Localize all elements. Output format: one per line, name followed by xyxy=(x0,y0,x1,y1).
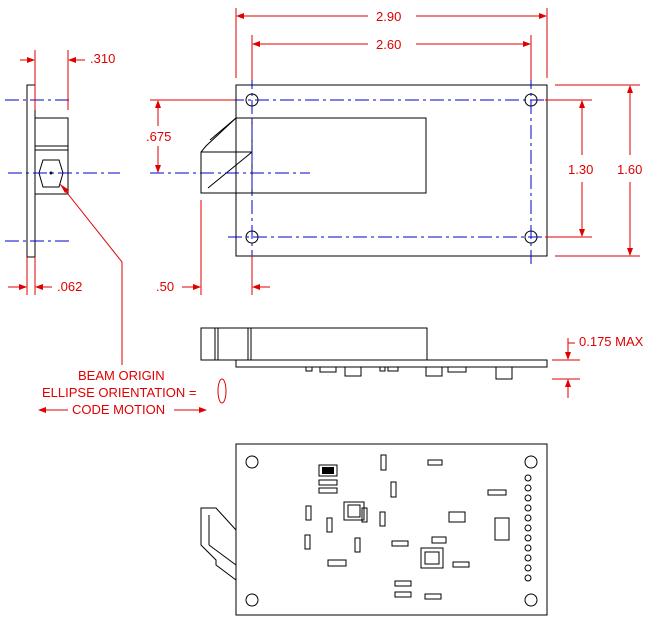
mounting-hole xyxy=(524,593,538,607)
dim-beam-offset: .50 xyxy=(156,279,174,294)
dim-plate-thickness: .062 xyxy=(57,279,82,294)
dim-overall-height: 1.60 xyxy=(617,162,642,177)
note-code-motion: CODE MOTION xyxy=(72,402,165,417)
dim-thickness: .310 xyxy=(90,51,115,66)
pcb-outline xyxy=(235,443,548,616)
ic-chip xyxy=(343,501,365,521)
dim-hole-spacing-x: 2.60 xyxy=(376,37,401,52)
board-outline xyxy=(235,84,548,257)
dim-hole-spacing-y: 1.30 xyxy=(568,162,593,177)
side-view: .310 .062 xyxy=(5,50,123,365)
board-edge xyxy=(235,359,548,368)
note-ellipse-orientation: ELLIPSE ORIENTATION = xyxy=(42,385,196,400)
mounting-hole xyxy=(524,455,538,469)
note-beam-origin: BEAM ORIGIN xyxy=(78,368,165,383)
front-view: 0.175 MAX xyxy=(200,327,644,398)
dim-beam-height: .675 xyxy=(146,129,171,144)
ic-chip xyxy=(420,547,444,569)
mounting-hole xyxy=(245,455,259,469)
mounting-hole xyxy=(245,593,259,607)
dim-max-height: 0.175 MAX xyxy=(579,334,644,349)
top-view: 2.90 2.60 1.60 1.30 .675 xyxy=(146,8,642,295)
dim-overall-width: 2.90 xyxy=(376,9,401,24)
pcb-components xyxy=(304,454,510,600)
connector-pins xyxy=(524,474,532,582)
pcb-view xyxy=(200,443,548,616)
ellipse-symbol xyxy=(217,378,227,404)
